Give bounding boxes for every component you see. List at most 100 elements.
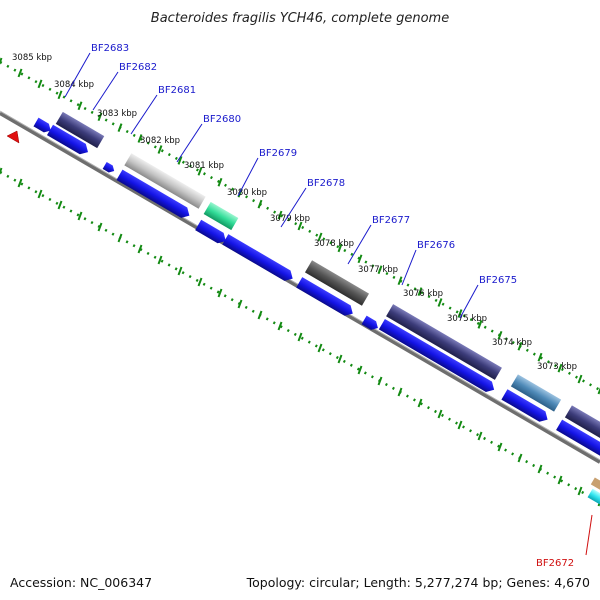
gene-label-bf2679[interactable]: BF2679 bbox=[259, 148, 297, 159]
gene-label-bf2682[interactable]: BF2682 bbox=[119, 62, 157, 73]
major-tick bbox=[577, 374, 583, 384]
major-tick bbox=[457, 309, 463, 318]
major-tick bbox=[137, 134, 143, 143]
cds-arrow[interactable] bbox=[378, 319, 497, 395]
major-tick bbox=[537, 352, 543, 362]
major-tick bbox=[277, 210, 283, 220]
genome-summary: Topology: circular; Length: 5,277,274 bp… bbox=[246, 575, 590, 590]
major-tick bbox=[337, 243, 343, 253]
major-tick bbox=[277, 321, 283, 331]
cds-arrow[interactable] bbox=[116, 169, 192, 221]
major-tick bbox=[577, 486, 583, 496]
major-tick bbox=[57, 90, 63, 100]
cds-arrow[interactable] bbox=[33, 117, 53, 135]
major-tick bbox=[297, 332, 303, 342]
major-tick bbox=[397, 387, 403, 397]
feature-bar[interactable] bbox=[304, 260, 370, 306]
cds-arrow[interactable] bbox=[102, 162, 117, 174]
major-tick bbox=[357, 254, 363, 264]
gene-label-bf2683[interactable]: BF2683 bbox=[91, 43, 129, 54]
major-tick bbox=[257, 199, 263, 209]
major-tick bbox=[597, 499, 600, 507]
major-tick bbox=[37, 189, 43, 199]
major-tick bbox=[317, 232, 323, 242]
major-tick bbox=[97, 222, 103, 232]
major-tick bbox=[337, 354, 343, 364]
major-tick bbox=[517, 341, 523, 351]
major-tick bbox=[317, 343, 323, 353]
gene-label-bf2676[interactable]: BF2676 bbox=[417, 240, 455, 251]
gene-features bbox=[6, 111, 600, 506]
major-tick bbox=[177, 266, 183, 276]
kbp-label: 3073 kbp bbox=[537, 362, 577, 372]
kbp-label: 3080 kbp bbox=[227, 188, 267, 198]
feature-red-marker[interactable] bbox=[6, 130, 20, 144]
major-tick bbox=[417, 287, 423, 296]
major-tick bbox=[537, 464, 543, 474]
kbp-label: 3081 kbp bbox=[184, 161, 224, 171]
major-tick bbox=[37, 79, 43, 89]
kbp-label: 3074 kbp bbox=[492, 338, 532, 348]
kbp-label: 3082 kbp bbox=[140, 136, 180, 146]
gene-label-bf2680[interactable]: BF2680 bbox=[203, 114, 241, 125]
kbp-label: 3076 kbp bbox=[403, 289, 443, 299]
major-tick bbox=[0, 57, 3, 65]
kbp-label: 3083 kbp bbox=[97, 109, 137, 119]
major-tick bbox=[197, 166, 203, 176]
major-tick bbox=[397, 276, 403, 286]
major-tick bbox=[517, 453, 523, 463]
major-tick bbox=[497, 330, 503, 340]
kbp-label: 3085 kbp bbox=[12, 53, 52, 63]
feature-bar[interactable] bbox=[55, 111, 105, 149]
major-tick bbox=[377, 376, 383, 386]
gene-callouts bbox=[64, 52, 479, 319]
major-tick bbox=[157, 145, 163, 154]
major-tick bbox=[557, 363, 563, 373]
cds-arrow[interactable] bbox=[46, 124, 91, 158]
major-tick bbox=[497, 442, 503, 452]
cds-arrow[interactable] bbox=[296, 277, 356, 319]
major-tick bbox=[117, 123, 123, 132]
major-tick bbox=[77, 101, 83, 111]
major-tick bbox=[237, 299, 243, 309]
gene-label-bf2672[interactable]: BF2672 bbox=[536, 558, 574, 569]
major-tick bbox=[457, 420, 463, 430]
map-title: Bacteroides fragilis YCH46, complete gen… bbox=[151, 11, 449, 26]
major-tick bbox=[437, 298, 443, 307]
major-tick bbox=[437, 409, 443, 419]
major-tick bbox=[177, 156, 183, 165]
major-tick bbox=[197, 277, 203, 287]
major-tick bbox=[97, 112, 103, 122]
cds-arrow[interactable] bbox=[501, 389, 550, 425]
major-tick bbox=[597, 387, 600, 395]
major-tick bbox=[117, 233, 123, 243]
feature-bar[interactable] bbox=[564, 405, 600, 443]
cds-arrow[interactable] bbox=[556, 419, 600, 466]
gene-label-bf2678[interactable]: BF2678 bbox=[307, 178, 345, 189]
major-tick bbox=[17, 178, 23, 188]
feature-bar[interactable] bbox=[124, 153, 206, 209]
gene-label-bf2677[interactable]: BF2677 bbox=[372, 215, 410, 226]
feature-bar[interactable] bbox=[590, 477, 600, 491]
major-tick bbox=[57, 200, 63, 210]
gene-label-bf2675[interactable]: BF2675 bbox=[479, 275, 517, 286]
cds-arrow[interactable] bbox=[222, 234, 295, 284]
feature-bar[interactable] bbox=[203, 201, 239, 231]
major-tick bbox=[297, 221, 303, 231]
major-tick bbox=[17, 68, 23, 78]
gene-callout-red bbox=[585, 514, 593, 556]
major-tick bbox=[77, 211, 83, 221]
feature-bar[interactable] bbox=[510, 374, 562, 412]
feature-bar[interactable] bbox=[386, 304, 502, 380]
major-tick bbox=[377, 265, 383, 275]
cds-arrow[interactable] bbox=[195, 219, 229, 247]
kbp-label: 3078 kbp bbox=[314, 239, 354, 249]
major-tick bbox=[357, 365, 363, 375]
gene-label-bf2681[interactable]: BF2681 bbox=[158, 85, 196, 96]
cds-arrow[interactable] bbox=[361, 315, 381, 333]
kbp-label: 3079 kbp bbox=[270, 214, 310, 224]
accession-label: Accession: NC_006347 bbox=[10, 575, 152, 590]
major-tick bbox=[217, 288, 223, 298]
feature-bar[interactable] bbox=[587, 488, 600, 506]
